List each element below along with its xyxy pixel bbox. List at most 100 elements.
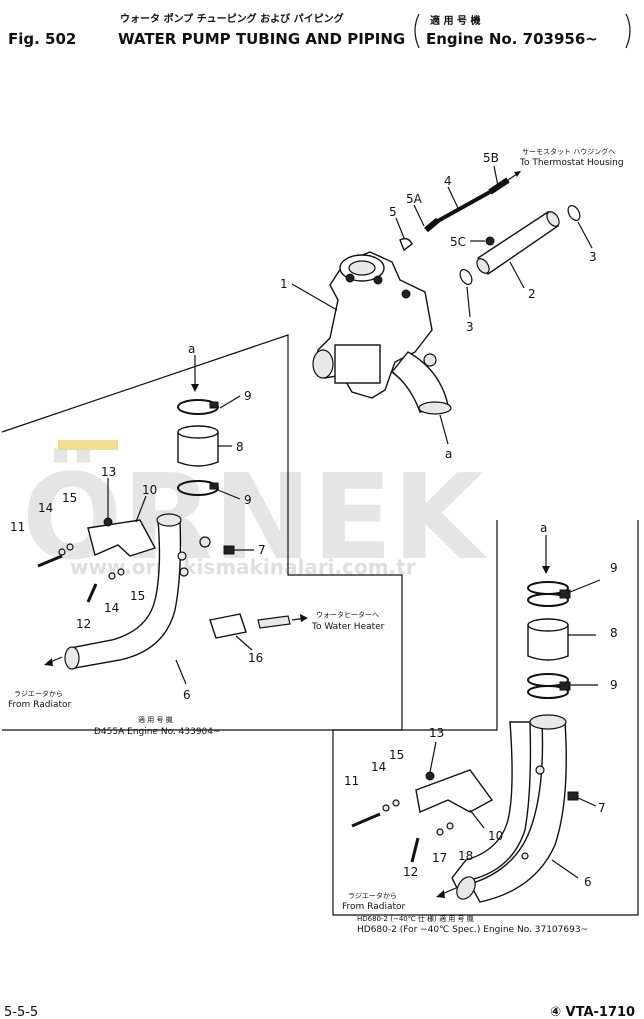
radiator-jp-note: ラジエータから <box>348 891 397 900</box>
o-ring <box>459 269 473 285</box>
heater-pipe <box>257 615 291 629</box>
elbow-5 <box>399 237 413 252</box>
label-part-14: 14 <box>38 501 53 515</box>
arrow-head <box>436 890 445 898</box>
pump-side-port <box>423 353 437 367</box>
label-part-7: 7 <box>258 543 266 557</box>
leader-line <box>175 659 187 685</box>
right-assembly: a 9 8 9 13 15 14 11 7 10 17 18 12 6 ラジエー… <box>342 521 618 935</box>
washer-15 <box>66 543 74 551</box>
leader-line <box>219 395 241 409</box>
paren-left <box>414 13 420 49</box>
document-code: ④ VTA-1710 <box>550 1005 635 1019</box>
pipe-6-top <box>156 513 182 527</box>
bracket-10 <box>87 519 157 557</box>
leader-line <box>413 204 425 227</box>
leader-line <box>577 797 597 807</box>
pump-top-port <box>348 260 376 276</box>
arrow-head <box>191 384 199 392</box>
leader-line <box>551 859 579 879</box>
label-part-6: 6 <box>584 875 592 889</box>
washer-18 <box>446 822 454 830</box>
hose-rim <box>177 425 219 439</box>
right-variant-frame <box>332 520 639 916</box>
nut-13 <box>103 517 113 527</box>
label-part-15: 15 <box>389 748 404 762</box>
tube-fitting <box>424 217 440 233</box>
clamp-screw <box>209 401 219 409</box>
label-part-15: 15 <box>62 491 77 505</box>
pump-bolt <box>345 273 355 283</box>
hose-rim <box>527 618 569 632</box>
pipe-6-top <box>529 714 567 730</box>
label-part-9: 9 <box>244 493 252 507</box>
pump-bolt <box>373 275 383 285</box>
pump-fitting <box>401 289 411 299</box>
watermark-accent <box>58 440 118 450</box>
engine-note: D455A Engine No. 433904~ <box>94 727 221 737</box>
arrow-head <box>514 171 521 177</box>
radiator-note: From Radiator <box>8 700 71 710</box>
hose-clamp <box>527 685 569 699</box>
arrow-head <box>300 614 308 622</box>
hose-clamp <box>527 593 569 607</box>
plug-7 <box>567 791 579 801</box>
label-ref-a: a <box>188 342 195 356</box>
spec-jp-note: HD680-2 (−40℃ 仕 様) 適 用 号 機 <box>357 914 474 923</box>
applicable-jp: 適 用 号 機 <box>430 14 480 27</box>
pump-elbow-flange <box>418 401 452 415</box>
washer-14 <box>108 572 116 580</box>
page-number: 5-5-5 <box>4 1005 38 1019</box>
label-part-3: 3 <box>466 320 474 334</box>
label-part-9: 9 <box>610 561 618 575</box>
plug-7 <box>223 545 235 555</box>
leader-line <box>447 186 459 209</box>
paren-right <box>625 13 631 49</box>
o-ring <box>567 205 581 221</box>
bolt-11 <box>37 554 63 568</box>
label-part-13: 13 <box>429 726 444 740</box>
leader-line <box>569 579 601 593</box>
label-part-5: 5 <box>389 205 397 219</box>
label-part-11: 11 <box>344 774 359 788</box>
pipe-fitting <box>177 551 187 561</box>
heater-jp-note: ウォータヒーターへ <box>316 610 379 619</box>
page-title: WATER PUMP TUBING AND PIPING <box>118 30 405 48</box>
label-part-5a: 5A <box>406 192 423 206</box>
leader-line <box>469 809 485 829</box>
pipe-fitting <box>521 852 529 860</box>
water-pump-assembly: 1 2 3 3 4 5 5A 5B 5C a サーモスタット ハウジングへ To… <box>280 147 624 461</box>
watermark: ÖRNEK www.ornekismakinalari.com.tr <box>22 440 489 586</box>
label-part-5c: 5C <box>450 235 466 249</box>
leader-line <box>235 635 253 651</box>
fig-number: Fig. 502 <box>8 30 76 48</box>
arrow-head <box>44 658 53 666</box>
label-part-14: 14 <box>104 601 119 615</box>
plug-5c <box>485 236 495 246</box>
label-part-2: 2 <box>528 287 536 301</box>
leader-line <box>466 286 471 318</box>
pump-outlet-port <box>312 349 334 379</box>
label-part-4: 4 <box>444 174 452 188</box>
engine-note: HD680-2 (For −40℃ Spec.) Engine No. 3710… <box>357 925 588 935</box>
leader-line <box>509 261 525 289</box>
washer-17 <box>436 828 444 836</box>
label-part-17: 17 <box>432 851 447 865</box>
label-part-7: 7 <box>598 801 606 815</box>
leader-line <box>217 489 241 500</box>
label-part-5b: 5B <box>483 151 499 165</box>
thermostat-note: To Thermostat Housing <box>519 158 624 168</box>
pipe-fitting <box>179 567 189 577</box>
label-part-16: 16 <box>248 651 263 665</box>
pipe-end <box>476 258 490 274</box>
watermark-brand: ÖRNEK <box>22 448 489 586</box>
leader-line <box>135 495 147 523</box>
jp-title: ウォータ ポンプ チューピング および パイピング <box>120 12 344 25</box>
label-part-11: 11 <box>10 520 25 534</box>
label-part-9: 9 <box>244 389 252 403</box>
label-part-10: 10 <box>488 829 503 843</box>
leader-line <box>493 165 499 187</box>
leader-line <box>577 221 593 249</box>
bolt-11 <box>351 812 381 828</box>
